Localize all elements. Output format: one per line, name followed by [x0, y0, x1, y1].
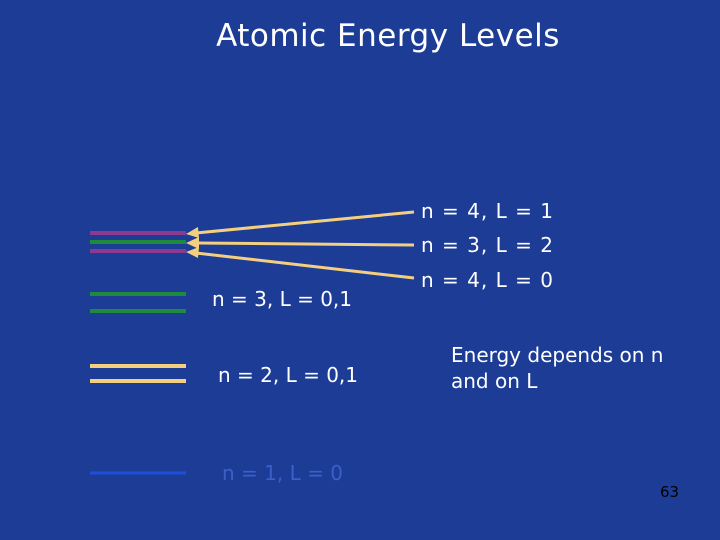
level-label-n3: n = 3, L = 0,1	[212, 287, 353, 311]
split-label-n4-l1: n = 4, L = 1	[421, 199, 554, 223]
arrow-n4-l0	[195, 251, 415, 280]
arrows	[186, 210, 415, 280]
arrow-head-n4-l1	[186, 227, 199, 238]
energy-note: Energy depends on n and on L	[451, 343, 664, 393]
arrow-head-n3-l2	[186, 237, 199, 249]
level-label-n2: n = 2, L = 0,1	[218, 363, 359, 387]
level-label-n1: n = 1, L = 0	[222, 461, 343, 485]
arrow-n3-l2	[197, 241, 415, 247]
split-label-n3-l2: n = 3, L = 2	[421, 233, 554, 257]
page-number: 63	[660, 483, 680, 501]
split-label-n4-l0: n = 4, L = 0	[421, 268, 554, 292]
arrow-n4-l1	[195, 210, 415, 235]
arrow-head-n4-l0	[186, 247, 199, 258]
slide-title: Atomic Energy Levels	[216, 18, 560, 54]
